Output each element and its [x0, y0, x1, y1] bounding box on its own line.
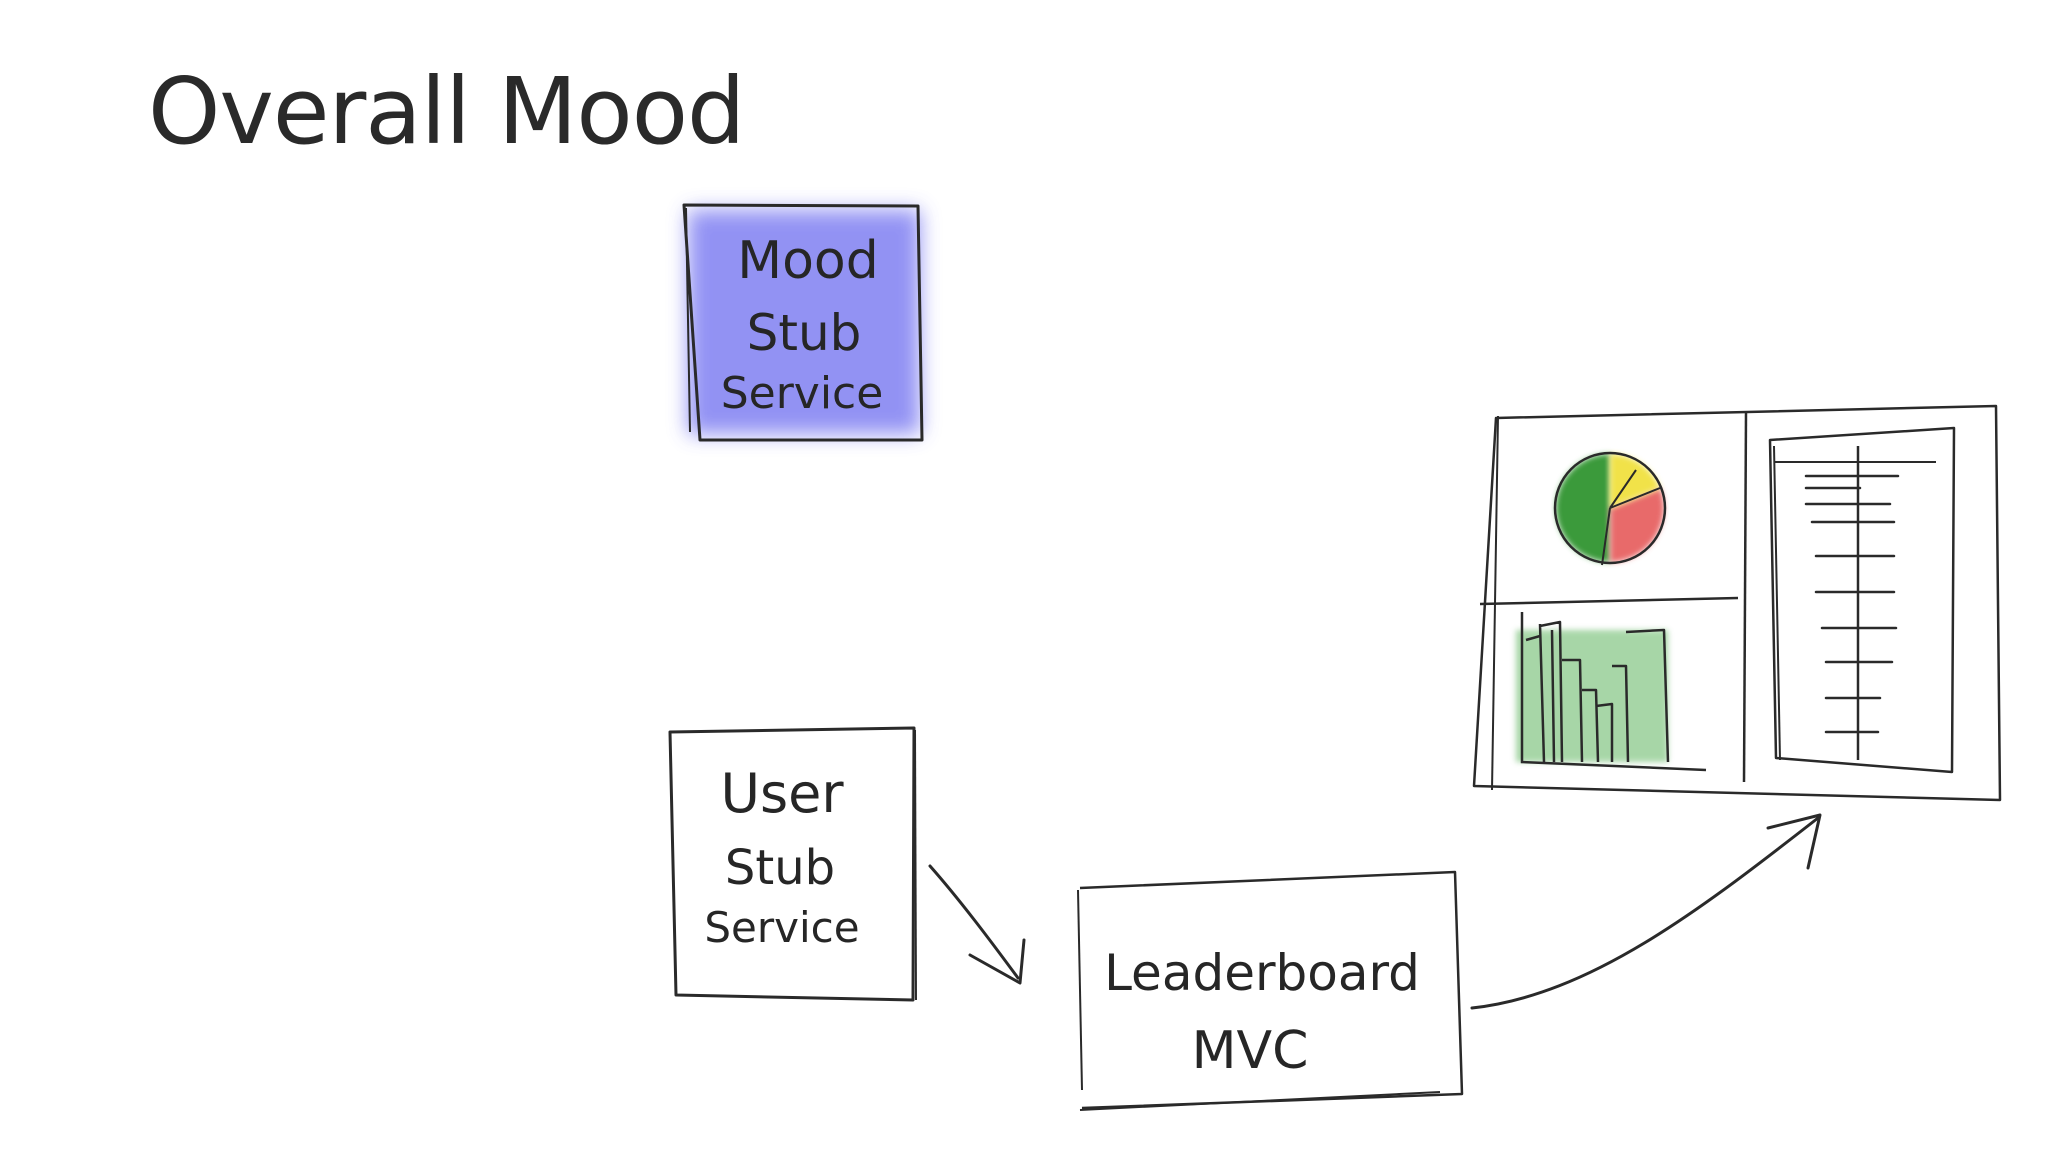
mood-stub-service-node: Mood Stub Service: [682, 203, 924, 442]
leaderboard-mvc-node: Leaderboard MVC: [1077, 870, 1464, 1111]
mood-stub-service-line-2: Stub: [747, 304, 862, 362]
mood-stub-service-fill: [688, 210, 920, 434]
user-stub-service-line-2: Stub: [725, 840, 835, 896]
slide-title: Overall Mood: [148, 58, 745, 165]
user-stub-service-line-3: Service: [704, 903, 859, 952]
dashboard-bar-chart: [1516, 612, 1707, 772]
dashboard-node: [1472, 404, 2002, 802]
arrow-user-to-leaderboard: [928, 864, 1026, 985]
mood-stub-service-line-3: Service: [721, 368, 884, 419]
dashboard-pie-chart: [1553, 451, 1667, 566]
user-stub-service-line-1: User: [720, 762, 844, 825]
dashboard-leaderboard-list: [1768, 426, 1956, 774]
arrow-leaderboard-to-dashboard: [1470, 813, 1822, 1010]
leaderboard-mvc-line-1: Leaderboard: [1104, 944, 1420, 1002]
leaderboard-mvc-line-2: MVC: [1192, 1021, 1309, 1081]
user-stub-service-node: User Stub Service: [668, 726, 917, 1002]
mood-stub-service-line-1: Mood: [737, 231, 879, 291]
